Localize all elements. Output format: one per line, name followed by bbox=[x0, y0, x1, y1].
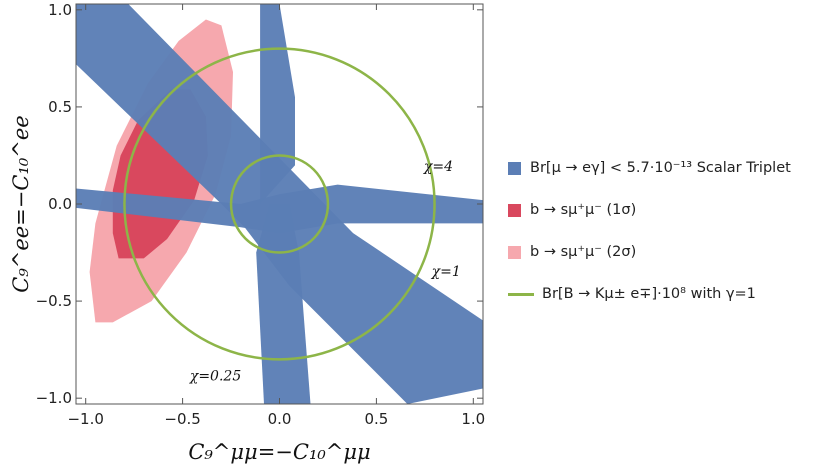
axis-ticks: −1.0 −0.5 0.0 0.5 1.0 −1.0 −0.5 0.0 0.5 1.0 bbox=[36, 1, 486, 428]
legend-swatch-pink bbox=[508, 245, 521, 259]
contour-annotation: χ=1 bbox=[431, 264, 461, 280]
y-axis-label: C₉^ee=−C₁₀^ee bbox=[9, 115, 33, 293]
x-tick-label: 1.0 bbox=[461, 410, 485, 428]
region-scalar-triplet-band-1 bbox=[260, 4, 295, 204]
legend-label: b → sμ⁺μ⁻ (2σ) bbox=[530, 244, 637, 260]
x-tick-label: −0.5 bbox=[164, 410, 200, 428]
legend-item-1sigma: b → sμ⁺μ⁻ (1σ) bbox=[508, 200, 813, 220]
annotations: χ=4 χ=1 χ=0.25 bbox=[189, 159, 461, 385]
y-tick-label: 1.0 bbox=[48, 1, 72, 19]
legend-swatch-blue bbox=[508, 161, 521, 175]
legend-swatch-green-line bbox=[508, 292, 534, 296]
contour-circle-1 bbox=[229, 154, 330, 254]
legend-label: Br[μ → eγ] < 5.7·10⁻¹³ Scalar Triplet bbox=[530, 160, 791, 176]
plot-regions bbox=[76, 4, 483, 404]
contour-annotation: χ=4 bbox=[423, 159, 453, 175]
region-scalar-triplet-band-3 bbox=[256, 204, 311, 404]
legend: Br[μ → eγ] < 5.7·10⁻¹³ Scalar Triplet b … bbox=[508, 158, 813, 326]
legend-label: Br[B → Kμ± e∓]·10⁸ with γ=1 bbox=[542, 286, 756, 302]
legend-item-2sigma: b → sμ⁺μ⁻ (2σ) bbox=[508, 242, 813, 262]
x-tick-label: 0.5 bbox=[364, 410, 388, 428]
legend-swatch-red bbox=[508, 203, 521, 217]
x-tick-label: 0.0 bbox=[268, 410, 292, 428]
y-tick-label: 0.0 bbox=[48, 195, 72, 213]
x-axis-label: C₉^μμ=−C₁₀^μμ bbox=[188, 440, 370, 464]
legend-label: b → sμ⁺μ⁻ (1σ) bbox=[530, 202, 637, 218]
y-tick-label: 0.5 bbox=[48, 98, 72, 116]
contour-circle-0 bbox=[123, 47, 436, 361]
y-tick-label: −1.0 bbox=[36, 389, 72, 407]
legend-item-scalar-triplet: Br[μ → eγ] < 5.7·10⁻¹³ Scalar Triplet bbox=[508, 158, 813, 178]
contour-annotation: χ=0.25 bbox=[189, 369, 241, 385]
legend-item-br-contours: Br[B → Kμ± e∓]·10⁸ with γ=1 bbox=[508, 284, 813, 304]
y-tick-label: −0.5 bbox=[36, 292, 72, 310]
x-tick-label: −1.0 bbox=[67, 410, 103, 428]
